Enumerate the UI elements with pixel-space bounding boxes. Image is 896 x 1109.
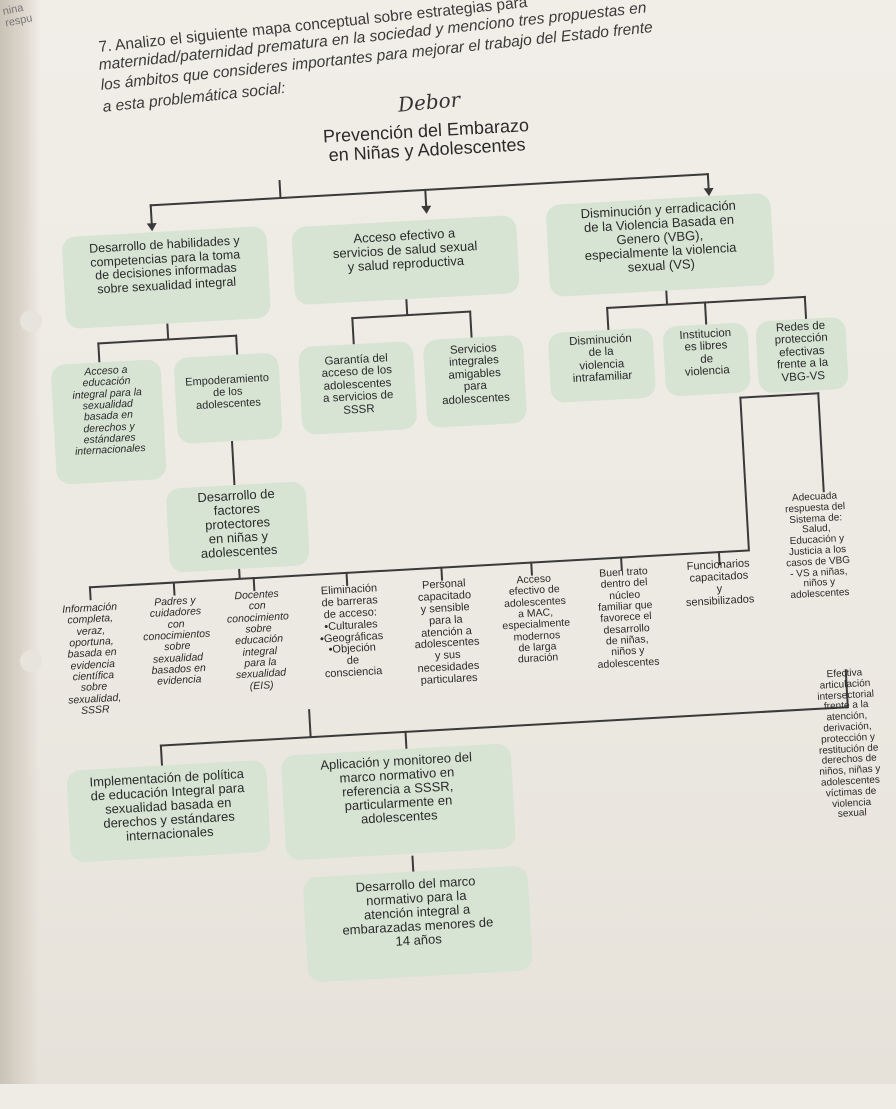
binder-hole [20, 650, 42, 672]
bottom-text-marco: Aplicación y monitoreo del marco normati… [319, 749, 473, 827]
middle-text-factores: Desarrollo de factores protectores en ni… [197, 485, 278, 562]
level3-padres: Padres y cuidadores con conocimientos so… [142, 594, 211, 688]
level2-text-empoderamiento: Empoderamiento de los adolescentes [184, 371, 270, 412]
level1-text-habilidades: Desarrollo de habilidades y competencias… [88, 233, 241, 296]
level2-text-redes: Redes de protección efectivas frente a l… [774, 319, 829, 384]
binder-hole [20, 310, 42, 332]
level3-buen-trato: Buen trato dentro del núcleo familiar qu… [597, 565, 660, 671]
level3-respuesta: Adecuada respuesta del Sistema de: Salud… [784, 490, 851, 602]
level3-personal: Personal capacitado y sensible para la a… [414, 577, 480, 687]
level2-text-servicios: Servicios integrales amigables para adol… [441, 342, 511, 407]
bottom-text-politica: Implementación de política de educación … [89, 765, 245, 844]
level3-informacion: Información completa, veraz, oportuna, b… [61, 600, 122, 717]
level3-acceso-mac: Acceso efectivo de adolescentes a MAC, e… [502, 572, 571, 666]
level2-text-intrafamiliar: Disminución de la violencia intrafamilia… [568, 332, 633, 386]
bottom-text-normativo: Desarrollo del marco normativo para la a… [342, 873, 494, 949]
level2-text-educacion: Acceso a educación integral para la sexu… [72, 363, 146, 459]
level1-text-violencia: Disminución y erradicación de la Violenc… [580, 197, 737, 275]
level3-docentes: Docentes con conocimiento sobre educació… [226, 587, 290, 693]
level3-eliminacion: Eliminación de barreras de acceso: •Cult… [319, 582, 384, 681]
map-title: Prevención del Embarazo en Niñas y Adole… [322, 115, 530, 166]
page-edge-shadow [0, 0, 40, 1084]
level2-text-garantia: Garantía del acceso de los adolescentes … [321, 352, 394, 417]
level2-text-instituciones: Institucion es libres de violencia [679, 327, 732, 379]
level3-funcionarios: Funcionarios capacitados y sensibilizado… [685, 557, 755, 609]
bottom-text-articulacion: Efectiva articulación intersectorial fre… [817, 667, 881, 821]
